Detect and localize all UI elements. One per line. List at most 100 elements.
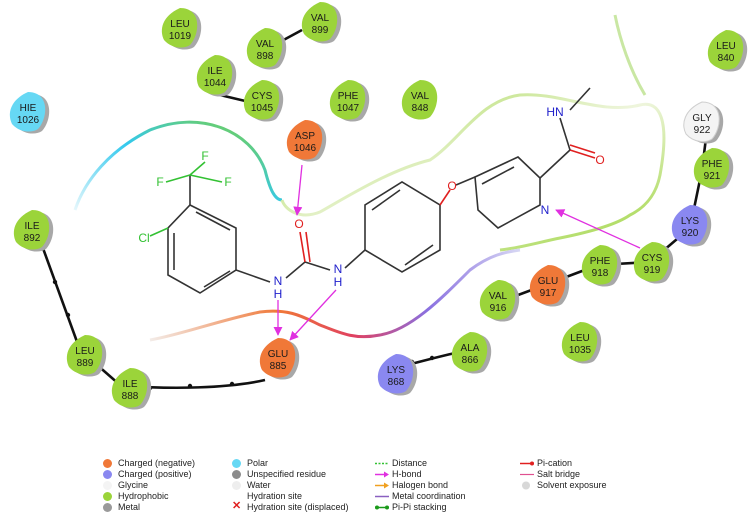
legend-label: Polar [247, 458, 269, 468]
residue-name: ILE [24, 221, 39, 232]
residue-number: 917 [540, 288, 557, 299]
residue-name: LEU [170, 19, 189, 30]
atom-f2: F [224, 175, 231, 189]
legend: Charged (negative)Charged (positive)Glyc… [0, 452, 750, 513]
residue-shape [401, 80, 438, 120]
residue-shape [196, 55, 233, 95]
residue-number: 888 [122, 391, 139, 402]
ligand-structure [149, 87, 596, 294]
residue-name: PHE [590, 256, 611, 267]
atom-f3: F [156, 175, 163, 189]
legend-marker [101, 492, 113, 501]
residue-number: 889 [77, 358, 94, 369]
legend-label: Hydrophobic [118, 491, 169, 501]
atom-n-pyridine: N [541, 203, 550, 217]
residue-number: 1035 [569, 345, 592, 356]
residue-name: LYS [387, 365, 405, 376]
legend-label: Water [247, 480, 271, 490]
residue-shape [66, 335, 103, 375]
hbond-asp1046 [293, 164, 303, 216]
legend-label: Metal coordination [392, 491, 466, 501]
atom-h2: H [334, 275, 343, 289]
residue-name: PHE [338, 91, 359, 102]
residue-shape [243, 80, 280, 120]
residue-number: 848 [412, 103, 429, 114]
residue-shape [581, 245, 618, 285]
atom-hn-amide: HN [546, 105, 563, 119]
residue-name: VAL [411, 91, 430, 102]
legend-marker [101, 503, 113, 512]
residue-number: 920 [682, 228, 699, 239]
legend-label: Halogen bond [392, 480, 449, 490]
residue-name: LEU [570, 333, 589, 344]
pocket-outline [73, 14, 666, 342]
residue-name: ALA [461, 343, 480, 354]
atom-o-urea: O [294, 217, 303, 231]
residue-number: 1047 [337, 103, 360, 114]
hbond-glu885-b [289, 289, 337, 341]
legend-marker [375, 503, 389, 512]
legend-label: Pi-cation [537, 458, 573, 468]
residue-shape [561, 322, 598, 362]
legend-marker [230, 470, 242, 479]
legend-marker [230, 459, 242, 468]
hbond-cys919 [555, 209, 641, 249]
residue-layer: LEU1019VAL899VAL898ILE1044CYS1045PHE1047… [9, 2, 748, 410]
legend-label: Solvent exposure [537, 480, 607, 490]
residue-name: ILE [207, 66, 222, 77]
legend-marker: ✕ [232, 500, 242, 512]
residue-number: 898 [257, 51, 274, 62]
atom-n2: N [334, 262, 343, 276]
atom-n1: N [274, 274, 283, 288]
residue-shape [529, 265, 566, 305]
residue-number: 892 [24, 233, 41, 244]
residue-name: PHE [702, 159, 723, 170]
residue-number: 885 [270, 361, 287, 372]
residue-name: CYS [642, 253, 663, 264]
residue-number: 1019 [169, 31, 192, 42]
residue-shape [693, 148, 730, 188]
legend-marker [230, 481, 242, 490]
atom-cl: Cl [138, 231, 149, 245]
residue-name: GLU [268, 349, 289, 360]
legend-label: Distance [392, 458, 428, 468]
residue-shape [259, 338, 296, 378]
residue-shape [633, 242, 670, 282]
atom-h1: H [274, 287, 283, 301]
residue-name: LYS [681, 216, 699, 227]
ligand-atoms: F F F Cl N H O N H O N O HN [138, 105, 604, 301]
residue-shape [451, 332, 488, 372]
atom-o-ether: O [447, 179, 456, 193]
residue-shape [671, 205, 708, 245]
residue-number: 1044 [204, 78, 227, 89]
residue-name: LEU [75, 346, 94, 357]
legend-marker [375, 481, 389, 490]
residue-number: 1026 [17, 115, 40, 126]
residue-shape [329, 80, 366, 120]
legend-label: Glycine [118, 480, 149, 490]
residue-number: 866 [462, 355, 479, 366]
residue-name: VAL [311, 13, 330, 24]
legend-label: Salt bridge [537, 469, 581, 479]
residue-name: VAL [256, 39, 275, 50]
residue-shape [683, 101, 720, 143]
residue-number: 922 [694, 125, 711, 136]
legend-marker [520, 470, 534, 479]
residue-number: 918 [592, 268, 609, 279]
